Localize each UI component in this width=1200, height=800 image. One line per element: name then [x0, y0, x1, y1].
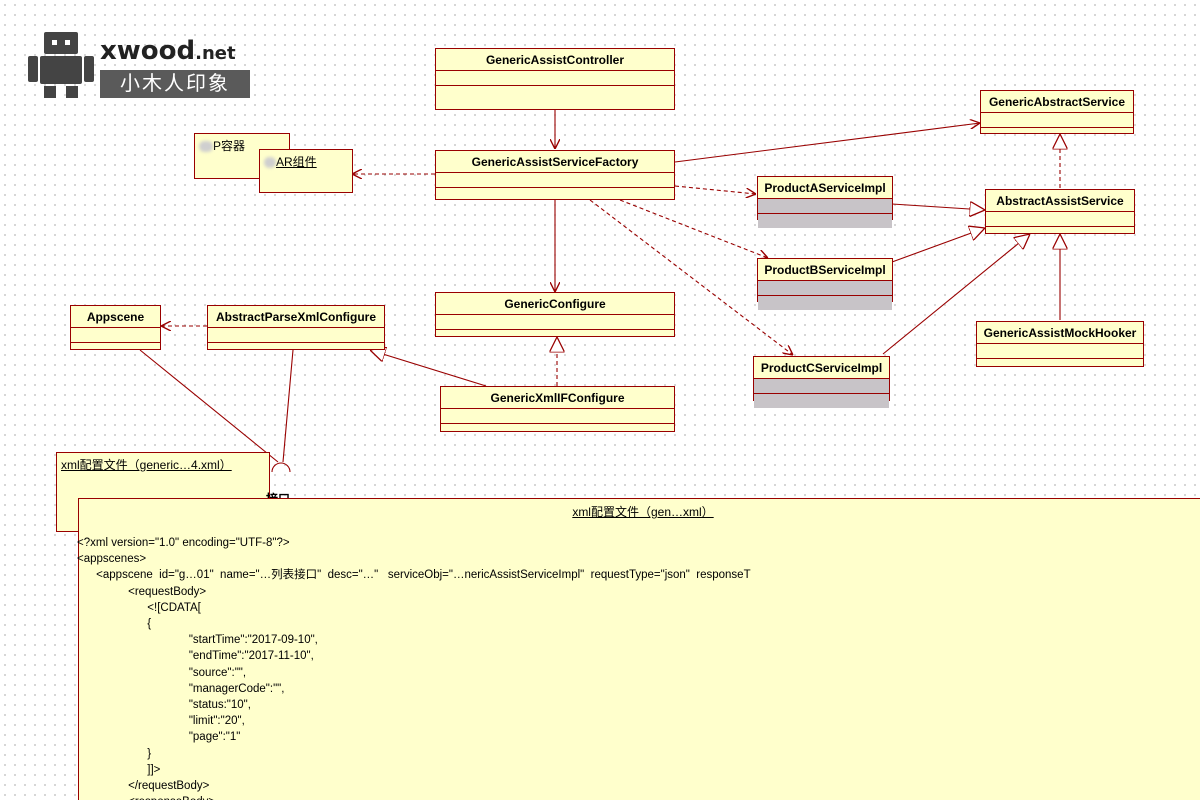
- xml-code-line: <?xml version="1.0" encoding="UTF-8"?>: [77, 537, 290, 549]
- logo-subtitle: 小木人印象: [100, 70, 250, 98]
- class-product-b-service-impl[interactable]: ProductBServiceImpl: [757, 258, 893, 310]
- class-generic-assist-controller[interactable]: GenericAssistController: [435, 48, 675, 110]
- xml-config-note: xml配置文件（gen…xml） <?xml version="1.0" enc…: [77, 498, 1200, 800]
- xml-code-line: <appscenes>: [77, 553, 147, 566]
- class-generic-xml-if-configure[interactable]: GenericXmlIFConfigure: [440, 386, 675, 432]
- edge-producta-assist: [891, 204, 985, 210]
- class-generic-abstract-service[interactable]: GenericAbstractService: [980, 90, 1134, 134]
- xml-code-line: "page":"1": [77, 731, 241, 744]
- edge-parse-interface: [282, 349, 294, 463]
- edge-xmlif-parse: [370, 350, 487, 387]
- class-generic-assist-mock-hooker[interactable]: GenericAssistMockHooker: [976, 321, 1144, 367]
- interface-socket: [271, 462, 291, 473]
- edge-factory-productc: [589, 199, 793, 355]
- edge-productc-assist: [882, 234, 1030, 355]
- site-logo: xwood.net 小木人印象: [26, 30, 252, 100]
- package-component: AR组件: [259, 149, 353, 193]
- edge-factory-abstractservice: [674, 123, 980, 163]
- xml-code-line: <appscene id="g…01" name="…列表接口" desc="……: [77, 569, 751, 582]
- class-appscene[interactable]: Appscene: [70, 305, 161, 350]
- class-generic-configure[interactable]: GenericConfigure: [435, 292, 675, 337]
- xml-code-line: <requestBody>: [77, 585, 207, 598]
- xml-code-line: "limit":"20",: [77, 715, 245, 728]
- logo-brand: xwood.net: [100, 36, 236, 66]
- class-abstract-parse-xml-configure[interactable]: AbstractParseXmlConfigure: [207, 305, 385, 350]
- xml-code-line: "source":"",: [77, 666, 247, 679]
- edge-appscene-interface: [139, 349, 279, 463]
- xml-code-line: <![CDATA[: [77, 601, 201, 614]
- robot-logo-icon: [28, 32, 94, 98]
- class-product-c-service-impl[interactable]: ProductCServiceImpl: [753, 356, 890, 408]
- edge-factory-producta: [674, 185, 756, 194]
- xml-code-line: "endTime":"2017-11-10",: [77, 650, 314, 663]
- edge-factory-productb: [619, 199, 768, 258]
- xml-code-line: ]]>: [77, 763, 161, 776]
- class-abstract-assist-service[interactable]: AbstractAssistService: [985, 189, 1135, 234]
- xml-code-block: <?xml version="1.0" encoding="UTF-8"?> <a…: [77, 535, 751, 800]
- xml-config-note-title: xml配置文件（gen…xml）: [572, 505, 714, 519]
- xml-code-line: </requestBody>: [77, 780, 210, 793]
- class-product-a-service-impl[interactable]: ProductAServiceImpl: [757, 176, 893, 228]
- xml-code-line: "startTime":"2017-09-10",: [77, 634, 318, 647]
- xml-code-line: <responseBody>: [77, 794, 751, 800]
- class-generic-assist-service-factory[interactable]: GenericAssistServiceFactory: [435, 150, 675, 200]
- xml-code-line: "status:"10",: [77, 699, 251, 712]
- xml-code-line: }: [77, 747, 152, 760]
- edge-productb-assist: [891, 228, 985, 263]
- xml-code-line: "managerCode":"",: [77, 682, 285, 695]
- xml-code-line: {: [77, 618, 152, 631]
